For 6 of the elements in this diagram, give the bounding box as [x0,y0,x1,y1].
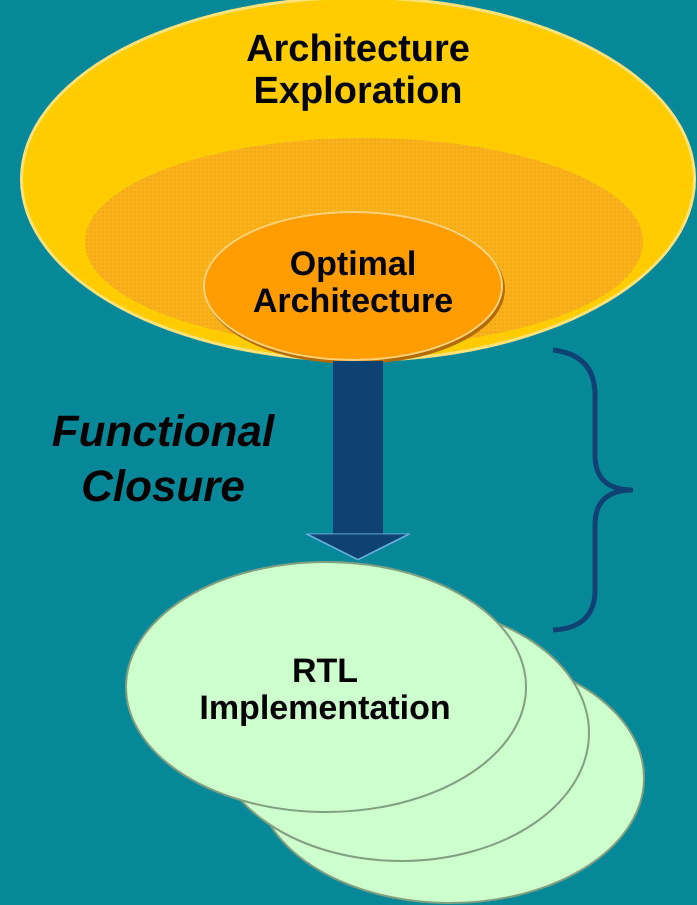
node-label: Architecture Exploration [245,29,471,113]
node-label: Optimal Architecture [252,246,454,320]
stacked-ellipse-node [124,560,646,905]
edge-label: Functional Closure [50,406,276,513]
block-arrow [305,360,411,560]
node-label: RTL Implementation [198,652,452,728]
